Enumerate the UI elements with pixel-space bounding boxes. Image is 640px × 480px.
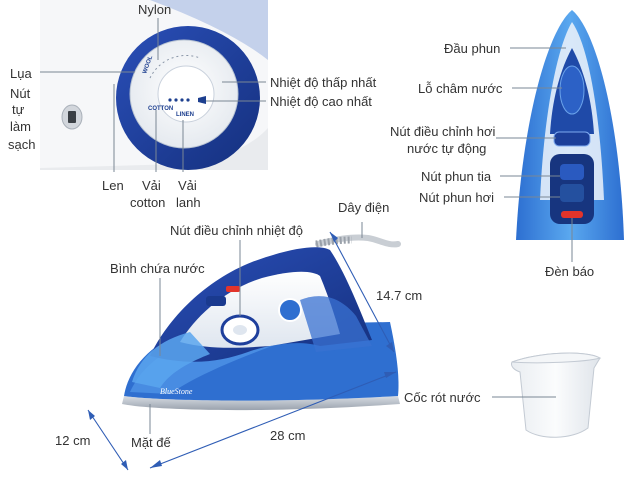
self-clean-button-mark xyxy=(68,111,76,123)
dial-dot xyxy=(174,98,178,102)
dial-dot xyxy=(180,98,184,102)
measuring-cup: Cốc rót nước xyxy=(404,352,602,438)
side-temp-dial-center xyxy=(233,325,247,335)
label-lowest-temp: Nhiệt độ thấp nhất xyxy=(270,75,377,90)
dial-face-linen: LINEN xyxy=(176,112,194,118)
side-indicator-light xyxy=(226,286,240,292)
label-highest-temp: Nhiệt độ cao nhất xyxy=(270,94,372,109)
label-self-clean-1: Nút xyxy=(10,86,31,101)
label-cup: Cốc rót nước xyxy=(404,390,481,405)
label-wool: Len xyxy=(102,178,124,193)
dial-tick-arc xyxy=(149,54,201,79)
dial-dot xyxy=(186,98,190,102)
label-linen-1: Vải xyxy=(178,178,197,193)
dim-height-arrow-bottom xyxy=(386,342,394,352)
side-spray-button xyxy=(206,296,226,306)
label-cotton-1: Vải xyxy=(142,178,161,193)
dim-width-arrow-top xyxy=(88,410,95,420)
dim-height-arrow-top xyxy=(330,232,338,242)
label-self-clean-4: sạch xyxy=(8,137,35,152)
side-view-white-panel xyxy=(180,271,340,348)
label-water-inlet: Lỗ châm nước xyxy=(418,81,503,96)
dim-width-arrow-bottom xyxy=(121,460,128,470)
dim-length-line xyxy=(149,371,397,469)
dial-dot xyxy=(168,98,172,102)
brand-logo: BlueStone xyxy=(160,387,193,396)
auto-steam-button xyxy=(553,131,591,147)
label-nylon: Nylon xyxy=(138,2,171,17)
label-width: 12 cm xyxy=(55,433,90,448)
closeup-blue-edge xyxy=(150,0,268,60)
side-view-dot-pattern xyxy=(300,296,372,352)
label-indicator: Đèn báo xyxy=(545,264,594,279)
steam-button-top xyxy=(560,184,584,202)
water-tank xyxy=(132,332,210,388)
spray-button-top xyxy=(560,164,584,180)
label-spray-button: Nút phun tia xyxy=(421,169,492,184)
label-cotton-2: cotton xyxy=(130,195,165,210)
dial-pointer xyxy=(198,96,206,104)
dim-length-arrow-right xyxy=(384,372,396,378)
power-cord xyxy=(315,234,401,248)
dim-width-line xyxy=(87,409,129,471)
label-water-tank: Bình chứa nước xyxy=(110,261,205,276)
dial-hub xyxy=(157,65,215,123)
dimensions: 14.7 cm 28 cm 12 cm xyxy=(55,231,422,471)
cup-body xyxy=(511,352,601,438)
label-linen-2: lanh xyxy=(176,195,201,210)
label-steam-button: Nút phun hơi xyxy=(419,190,494,205)
label-spray-nozzle: Đầu phun xyxy=(444,41,500,56)
side-view: BlueStone Dây điện Nút điều chỉnh nhiệt … xyxy=(110,200,401,450)
label-length: 28 cm xyxy=(270,428,305,443)
label-power-cord: Dây điện xyxy=(338,200,389,215)
dim-height-line xyxy=(329,231,395,353)
indicator-light-top xyxy=(561,211,583,218)
dial-face-cotton: COTTON xyxy=(148,106,173,112)
soleplate xyxy=(122,396,400,411)
label-self-clean-3: làm xyxy=(10,119,31,134)
label-auto-steam-1: Nút điều chỉnh hơi xyxy=(390,124,495,139)
side-badge xyxy=(278,298,302,322)
label-self-clean-2: tự xyxy=(12,102,25,117)
water-inlet-cap xyxy=(559,65,585,115)
label-silk: Lụa xyxy=(10,66,32,81)
label-height: 14.7 cm xyxy=(376,288,422,303)
dim-length-arrow-left xyxy=(150,460,162,468)
power-cord-sleeve xyxy=(315,236,353,248)
dial-closeup: WOOL COTTON LINEN Nylon Lụa Nút tự làm s… xyxy=(8,0,377,210)
label-auto-steam-2: nước tự động xyxy=(407,141,486,156)
cup-rim xyxy=(511,352,602,364)
top-view: Đầu phun Lỗ châm nước Nút điều chỉnh hơi… xyxy=(390,10,624,279)
label-temp-dial: Nút điều chỉnh nhiệt độ xyxy=(170,223,303,238)
label-soleplate: Mặt đế xyxy=(131,435,172,450)
